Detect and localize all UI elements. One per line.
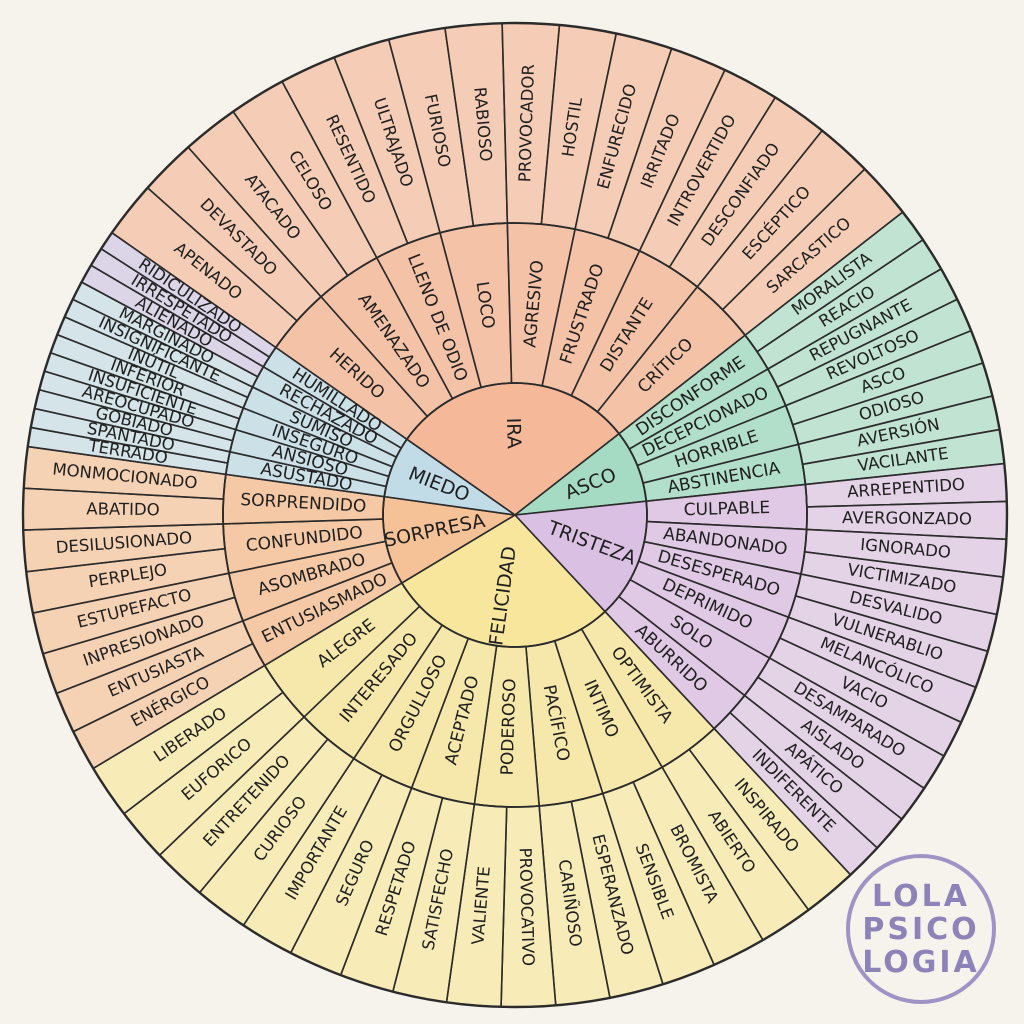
wheel-segments <box>21 21 1009 1009</box>
ring-outline-1 <box>382 382 648 648</box>
core-label-ira: IRA <box>502 417 525 449</box>
secondary-label-culpable: CULPABLE <box>683 498 770 520</box>
logo-line-3: LOGIA <box>862 944 980 980</box>
secondary-label-poderoso: PODEROSO <box>498 678 521 775</box>
ring-outline-2 <box>222 222 808 808</box>
tertiary-label-avergonzado: AVERGONZADO <box>842 508 972 528</box>
tertiary-label-provocador: PROVOCADOR <box>515 64 538 183</box>
logo-line-2: PSICO <box>862 911 980 947</box>
logo-line-1: LOLA <box>872 878 970 914</box>
ring-outline-3 <box>21 21 1009 1009</box>
tertiary-label-abatido: ABATIDO <box>86 499 159 519</box>
lola-psicologia-logo: LOLA PSICO LOGIA <box>846 854 996 1004</box>
tertiary-label-provocativo: PROVOCATIVO <box>516 847 538 966</box>
